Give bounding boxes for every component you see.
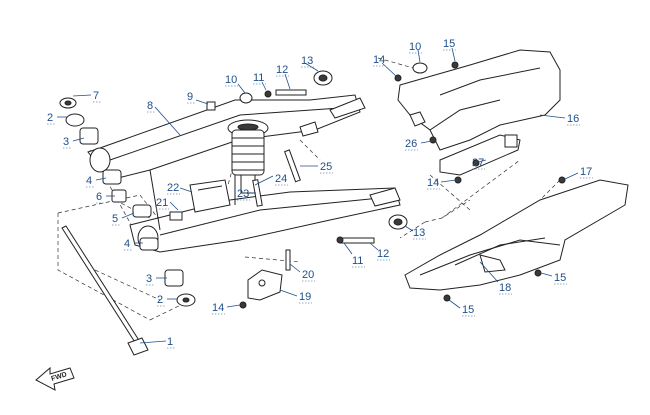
callout-23: 23 [237, 188, 249, 200]
callout-11-top: 11 [253, 72, 264, 84]
callout-3-bottom: 3 [146, 273, 152, 285]
bracket [439, 134, 521, 176]
pivot-axle [61, 225, 149, 356]
link-plate [247, 269, 283, 301]
callout-14-mid: 14 [427, 177, 439, 189]
callout-27: 27 [472, 157, 484, 169]
callout-2-top: 2 [47, 112, 53, 124]
callout-18: 18 [499, 282, 511, 294]
callout-10-right: 10 [409, 41, 421, 53]
chain-guard-lower [404, 179, 629, 291]
callout-1: 1 [167, 336, 173, 348]
callout-5: 5 [112, 213, 118, 225]
callout-3-top: 3 [63, 136, 69, 148]
callout-20: 20 [302, 269, 314, 281]
callout-17: 17 [580, 166, 592, 178]
callout-16: 16 [567, 113, 579, 125]
callout-14-top: 14 [373, 54, 385, 66]
callouts: 1 2 2 3 3 4 4 5 6 7 8 9 10 [47, 38, 592, 348]
callout-12-top: 12 [276, 64, 288, 76]
callout-9: 9 [187, 91, 193, 103]
callout-8: 8 [147, 100, 153, 112]
callout-13-bottom: 13 [413, 227, 425, 239]
callout-15-top: 15 [443, 38, 455, 50]
callout-13-top: 13 [301, 55, 313, 67]
callout-12-bottom: 12 [377, 248, 389, 260]
chain-guard-upper [397, 49, 561, 151]
callout-4-bottom: 4 [124, 238, 130, 250]
callout-19: 19 [299, 291, 311, 303]
callout-7: 7 [93, 90, 99, 102]
callout-4-top: 4 [86, 175, 92, 187]
callout-2-bottom: 2 [157, 294, 163, 306]
callout-25: 25 [320, 161, 332, 173]
callout-underlines [47, 49, 593, 349]
callout-15-right: 15 [554, 272, 566, 284]
callout-10-left: 10 [225, 74, 237, 86]
callout-14-bottom: 14 [212, 302, 224, 314]
callout-21: 21 [156, 197, 168, 209]
callout-26: 26 [405, 138, 417, 150]
callout-24: 24 [275, 173, 287, 185]
swingarm [87, 94, 401, 253]
fwd-label: FWD [50, 371, 67, 383]
callout-22: 22 [167, 182, 179, 194]
rear-shock [227, 119, 269, 194]
fwd-arrow-icon: FWD [35, 366, 75, 391]
callout-11-bottom: 11 [352, 255, 363, 267]
callout-6: 6 [96, 191, 102, 203]
callout-15-bottom: 15 [462, 304, 474, 316]
